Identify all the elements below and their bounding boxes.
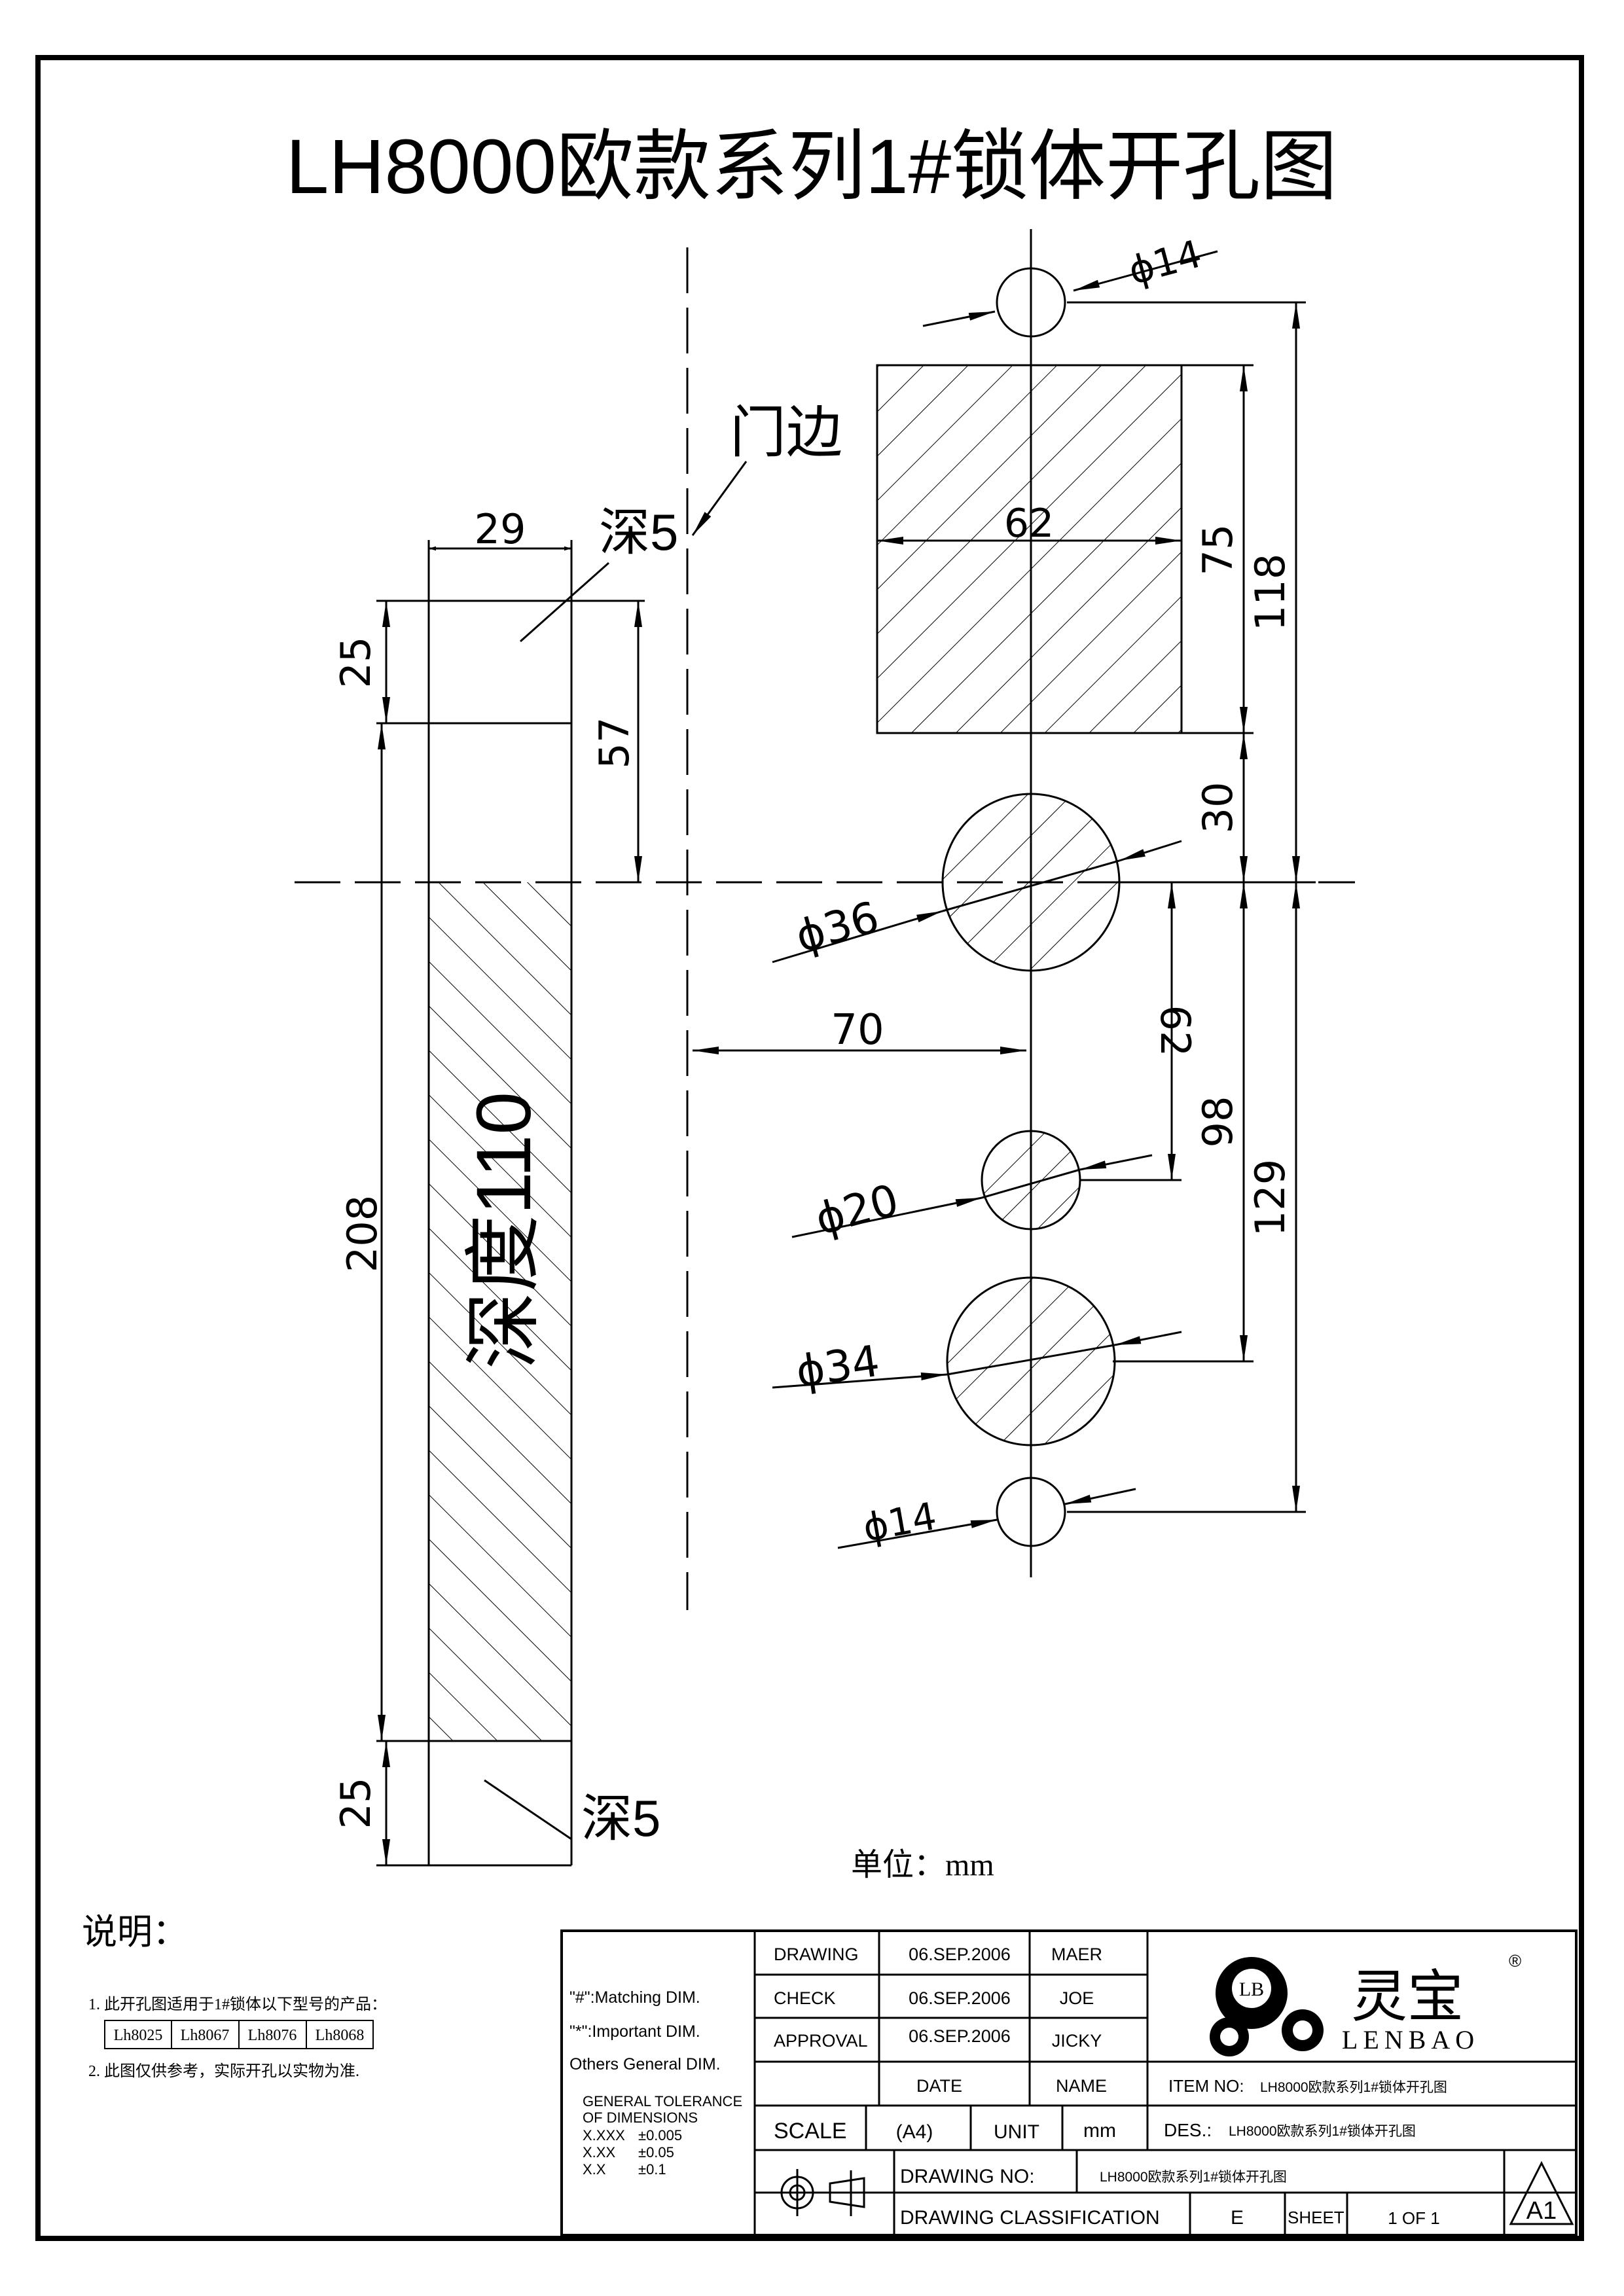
model-cell: Lh8067 (181, 2027, 230, 2044)
note-item-2: 2. 此图仅供参考，实际开孔以实物为准. (88, 2062, 359, 2080)
body-cutouts (876, 267, 1183, 1547)
tb-scale-value: (A4) (896, 2121, 933, 2143)
tb-tolerance-title-2: OF DIMENSIONS (583, 2109, 698, 2126)
logo-en: LENBAO (1342, 2025, 1479, 2054)
dim-30: 30 (1194, 782, 1242, 834)
tb-date-header: DATE (916, 2076, 962, 2096)
depth-top-label: 深5 (599, 503, 678, 561)
tb-item-no-value: LH8000欧款系列1#锁体开孔图 (1260, 2080, 1447, 2095)
dim-118: 118 (1246, 554, 1294, 631)
logo-cn: 灵宝 (1351, 1965, 1464, 2028)
logo-initials: LB (1239, 1979, 1264, 2000)
door-edge-label: 门边 (730, 401, 842, 464)
model-cell: Lh8025 (114, 2027, 163, 2044)
tb-tolerance-title-1: GENERAL TOLERANCE (583, 2093, 742, 2109)
tb-tol-1-label: X.XXX (583, 2127, 625, 2144)
revision-triangle (1509, 2161, 1574, 2225)
tb-des-label: DES.: (1164, 2120, 1212, 2140)
title-block-grid (560, 1929, 1578, 2236)
tb-name-header: NAME (1056, 2076, 1107, 2096)
dim-bottom-hole-14: ϕ14 (859, 1494, 939, 1550)
tb-classification-value: E (1231, 2207, 1244, 2229)
tb-row-approval-name: JICKY (1052, 2031, 1102, 2051)
tb-classification-label: DRAWING CLASSIFICATION (900, 2207, 1160, 2229)
tb-item-no-label: ITEM NO: (1168, 2076, 1244, 2096)
tb-row-drawing-name: MAER (1051, 1945, 1102, 1964)
tb-row-drawing-date: 06.SEP.2006 (909, 1945, 1011, 1964)
tb-others: Others General DIM. (569, 2055, 721, 2073)
tb-drawing-no-label: DRAWING NO: (900, 2166, 1035, 2187)
tb-row-drawing-label: DRAWING (774, 1945, 859, 1964)
tb-row-approval-label: APPROVAL (774, 2031, 868, 2051)
tb-scale-label: SCALE (774, 2119, 847, 2144)
dim-center-hole-36: ϕ36 (791, 892, 884, 962)
dim-top-25: 25 (332, 637, 380, 689)
tb-row-approval-date: 06.SEP.2006 (909, 2026, 1011, 2046)
note-item-1: 1. 此开孔图适用于1#锁体以下型号的产品： (88, 1996, 387, 2013)
tb-revision: A1 (1526, 2197, 1557, 2225)
logo-registered: ® (1509, 1951, 1521, 1971)
dim-width-29: 29 (475, 505, 526, 553)
lenbao-logo: LB 灵宝 LENBAO ® (1210, 1951, 1521, 2056)
tb-row-check-date: 06.SEP.2006 (909, 1988, 1011, 2008)
dim-bottom-25: 25 (332, 1778, 380, 1829)
dim-129: 129 (1246, 1159, 1294, 1236)
model-table: Lh8025 Lh8067 Lh8076 Lh8068 (104, 2020, 374, 2049)
tb-unit-label: UNIT (994, 2121, 1039, 2143)
tb-row-check-label: CHECK (774, 1988, 836, 2008)
door-edge-leader (691, 461, 748, 536)
tb-tol-2-label: X.XX (583, 2144, 615, 2161)
faceplate-cutout (376, 540, 645, 1867)
unit-note: 单位：mm (851, 1848, 994, 1882)
tb-tol-3-label: X.X (583, 2161, 606, 2178)
dim-square-62: 62 (1004, 501, 1054, 547)
depth-bottom-label: 深5 (581, 1789, 660, 1847)
notes-heading: 说明： (82, 1912, 188, 1952)
dim-hole-20: ϕ20 (810, 1175, 904, 1245)
tb-tol-1-value: ±0.005 (638, 2127, 682, 2144)
dim-top-hole-14: ϕ14 (1124, 231, 1206, 293)
drawing-title: LH8000欧款系列1#锁体开孔图 (286, 124, 1338, 210)
tb-matching: "#":Matching DIM. (569, 1988, 700, 2007)
dim-98: 98 (1194, 1096, 1242, 1148)
tb-row-check-name: JOE (1060, 1988, 1094, 2008)
dim-backset-70: 70 (831, 1006, 884, 1054)
dim-62-offset: 62 (1151, 1005, 1199, 1057)
dim-square-75: 75 (1194, 524, 1242, 576)
tb-tol-3-value: ±0.1 (638, 2161, 666, 2178)
tb-unit-value: mm (1083, 2120, 1116, 2142)
tb-sheet-value: 1 OF 1 (1388, 2208, 1439, 2228)
right-dimension-lines (772, 250, 1316, 1549)
tb-important: "*":Important DIM. (569, 2022, 700, 2041)
page-frame (35, 55, 1584, 2241)
dim-57: 57 (590, 717, 638, 769)
model-cell: Lh8076 (248, 2027, 297, 2044)
dim-hole-34: ϕ34 (793, 1336, 882, 1397)
depth-main-label: 深度110 (461, 1092, 547, 1369)
tb-sheet-label: SHEET (1288, 2208, 1344, 2227)
tb-drawing-no-value: LH8000欧款系列1#锁体开孔图 (1100, 2170, 1287, 2185)
projection-symbol (774, 2169, 865, 2216)
model-cell: Lh8068 (316, 2027, 365, 2044)
tb-tol-2-value: ±0.05 (638, 2144, 674, 2161)
dim-208: 208 (338, 1195, 386, 1272)
tb-des-value: LH8000欧款系列1#锁体开孔图 (1229, 2124, 1416, 2139)
